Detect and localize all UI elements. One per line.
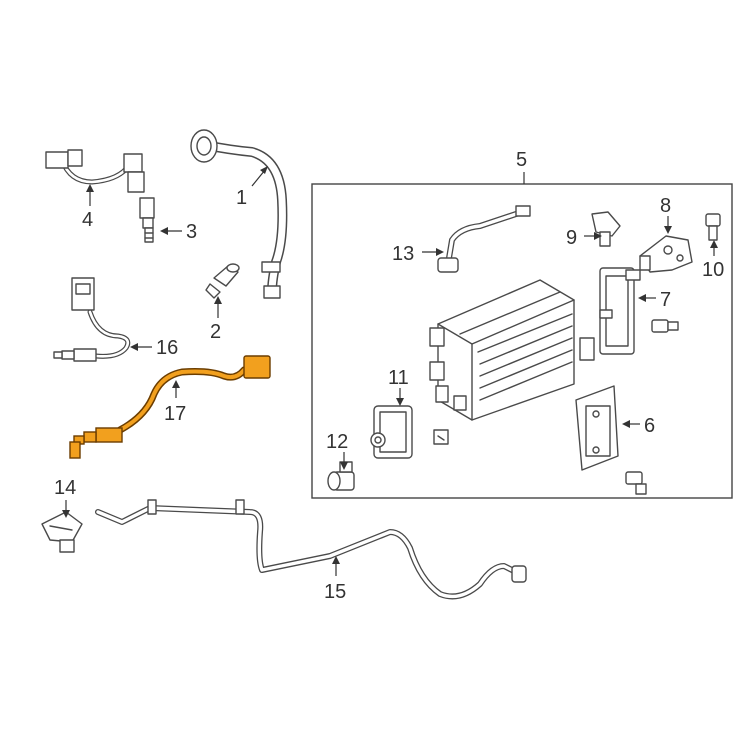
small-bracket[interactable] (433, 429, 449, 445)
part-8-bracket[interactable] (639, 235, 693, 273)
part-11-valve[interactable] (370, 405, 413, 459)
leader-1 (251, 169, 266, 187)
part-10-bolt[interactable] (705, 213, 721, 241)
leader-2-arrow (214, 296, 222, 304)
part-12-connector[interactable] (327, 461, 355, 491)
leader-10-arrow (710, 240, 718, 248)
leader-16-arrow (130, 343, 138, 351)
callout-7: 7 (660, 289, 671, 311)
leader-9-arrow (594, 232, 602, 240)
part-14-clip[interactable] (41, 511, 83, 553)
part-6-plate[interactable] (575, 385, 647, 495)
leader-17-arrow (172, 380, 180, 388)
leader-11-arrow (396, 398, 404, 406)
callout-3: 3 (186, 221, 197, 243)
leader-4-arrow (86, 184, 94, 192)
callout-4: 4 (82, 209, 93, 231)
leader-12-arrow (340, 462, 348, 470)
part-17-oxygen-sensor[interactable] (69, 355, 271, 459)
assembly-5-frame (311, 183, 733, 499)
leader-8-arrow (664, 226, 672, 234)
callout-1: 1 (236, 187, 247, 209)
callout-2: 2 (210, 321, 221, 343)
part-13-hose[interactable] (437, 205, 531, 273)
callout-6: 6 (644, 415, 655, 437)
callout-15: 15 (324, 581, 346, 603)
leader-13-arrow (436, 248, 444, 256)
part-16-sensor[interactable] (53, 277, 131, 362)
part-9-valve[interactable] (591, 211, 621, 247)
part-3-sensor[interactable] (139, 197, 155, 243)
leader-7-arrow (638, 294, 646, 302)
leader-14-arrow (62, 510, 70, 518)
leader-1-arrow (260, 166, 268, 174)
callout-8: 8 (660, 195, 671, 217)
callout-10: 10 (702, 259, 724, 281)
callout-14: 14 (54, 477, 76, 499)
callout-13: 13 (392, 243, 414, 265)
canister-assembly[interactable] (429, 279, 595, 421)
callout-16: 16 (156, 337, 178, 359)
leader-6-arrow (622, 420, 630, 428)
part-2-valve[interactable] (205, 263, 240, 299)
callout-9: 9 (566, 227, 577, 249)
callout-12: 12 (326, 431, 348, 453)
part-7-bracket[interactable] (599, 267, 679, 355)
part-1-hose[interactable] (190, 129, 288, 299)
leader-15-arrow (332, 556, 340, 564)
callout-17: 17 (164, 403, 186, 425)
leader-3-arrow (160, 227, 168, 235)
callout-11: 11 (388, 367, 409, 389)
callout-5: 5 (516, 149, 527, 171)
part-15-tube[interactable] (95, 499, 527, 600)
part-4-harness[interactable] (45, 149, 145, 193)
